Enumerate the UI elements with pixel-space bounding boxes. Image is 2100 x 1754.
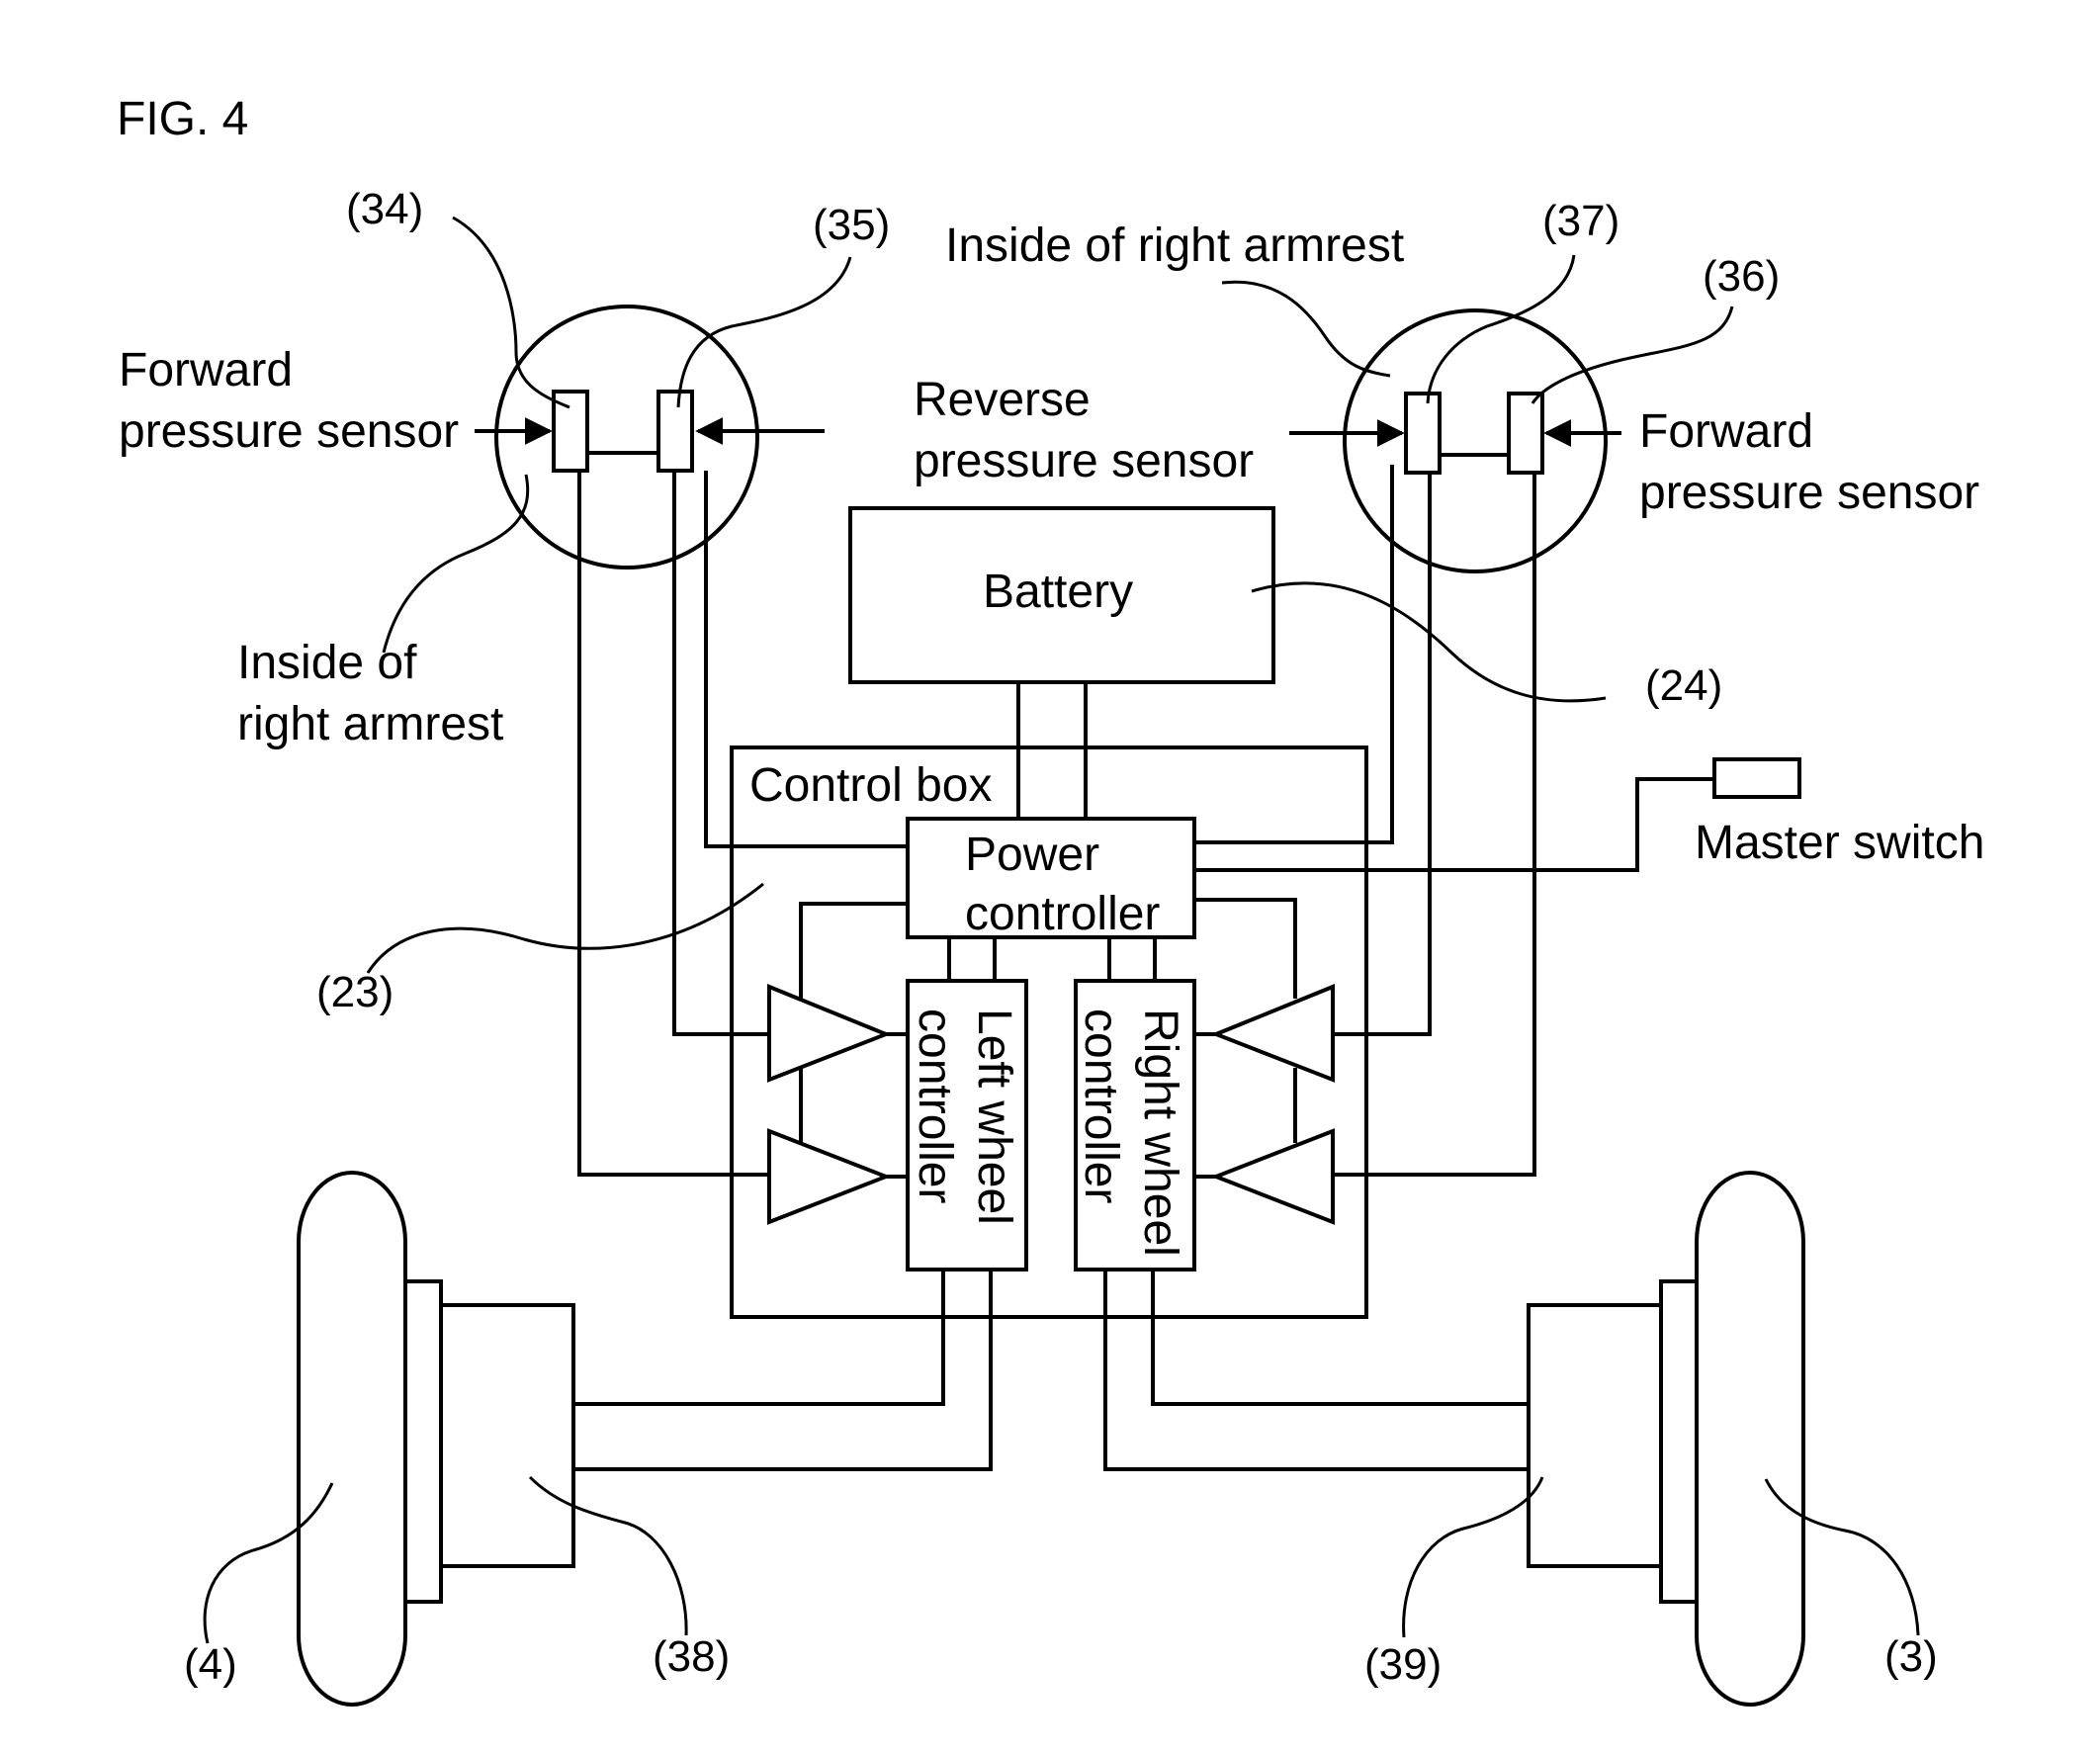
rwc-to-right-motor-2: [1103, 1270, 1529, 1471]
reverse-pressure-sensor-right: [1404, 392, 1442, 475]
wire-reverse-left-to-amp: [672, 471, 769, 1036]
power-controller-label-1: Power: [965, 829, 1099, 881]
leader-38: [528, 1475, 688, 1636]
master-switch-wire: [1194, 777, 1714, 872]
reverse-sensor-label-2: pressure sensor: [914, 435, 1254, 487]
ref-38: (38): [653, 1632, 730, 1681]
leader-39: [1402, 1476, 1544, 1638]
leader-23: [366, 882, 764, 974]
wire-reverse-left-to-pc: [704, 471, 908, 848]
ref-36: (36): [1703, 252, 1780, 301]
inside-armrest-left-label-2: right armrest: [237, 698, 503, 750]
wire-reverse-right-to-pc: [1194, 465, 1394, 844]
forward-sensor-right-label-2: pressure sensor: [1639, 467, 1979, 519]
right-wheel-controller-label-2: controller: [1075, 1009, 1127, 1203]
leader-3: [1764, 1478, 1920, 1636]
power-controller-label-2: controller: [965, 888, 1160, 940]
left-motor: [439, 1303, 575, 1568]
forward-sensor-left-label-2: pressure sensor: [119, 405, 459, 458]
right-wheel-hub: [1659, 1279, 1699, 1604]
battery-label: Battery: [983, 566, 1133, 618]
left-amplifier-lower: [767, 1128, 892, 1225]
reverse-sensor-label-1: Reverse: [914, 374, 1091, 426]
forward-sensor-left-label-1: Forward: [119, 344, 293, 396]
lwc-to-left-motor-1: [573, 1270, 945, 1406]
leader-inside-armrest-left: [382, 474, 530, 654]
ref-39: (39): [1364, 1640, 1442, 1689]
leader-37: [1426, 254, 1576, 404]
ref-23: (23): [316, 968, 394, 1016]
right-wheel-controller-label-1: Right wheel: [1134, 1009, 1186, 1257]
pc-right-amp-supply: [1194, 898, 1297, 999]
inside-armrest-right-label: Inside of right armrest: [945, 219, 1404, 272]
left-wheel-controller-label-1: Left wheel: [968, 1009, 1020, 1225]
left-amplifier-upper: [767, 984, 892, 1083]
left-wheel-controller-box: [906, 979, 1028, 1272]
forward-pressure-sensor-left: [552, 390, 589, 473]
right-amplifier-lower: [1210, 1128, 1335, 1225]
right-wheel-controller-box: [1074, 979, 1196, 1272]
leader-35: [676, 256, 852, 408]
reverse-pressure-sensor-left: [656, 390, 694, 473]
right-armrest-circle: [1343, 308, 1608, 573]
figure-title: FIG. 4: [117, 93, 248, 145]
inside-armrest-left-label-1: Inside of: [237, 637, 417, 689]
leader-34: [452, 216, 570, 409]
ref-34: (34): [346, 185, 423, 233]
control-box-label: Control box: [749, 759, 992, 812]
leader-24: [1251, 581, 1607, 703]
battery-box: [848, 506, 1275, 684]
leader-36: [1531, 306, 1734, 404]
left-wheel-controller-label-2: controller: [909, 1009, 961, 1203]
left-wheel-hub: [403, 1279, 443, 1604]
leader-inside-armrest-right: [1221, 280, 1391, 378]
wire-forward-left-to-amp: [577, 471, 769, 1177]
wire-forward-right-to-amp: [1333, 473, 1536, 1177]
left-armrest-circle: [494, 305, 759, 570]
right-amplifier-upper: [1210, 984, 1335, 1083]
ref-3: (3): [1884, 1632, 1938, 1681]
master-switch-label: Master switch: [1695, 817, 1984, 869]
right-motor: [1527, 1303, 1663, 1568]
master-switch[interactable]: [1712, 757, 1801, 799]
left-wheel: [297, 1171, 407, 1707]
lwc-to-left-motor-2: [573, 1270, 993, 1471]
ref-35: (35): [813, 201, 890, 249]
forward-pressure-sensor-right: [1507, 392, 1544, 475]
power-controller-box: [906, 817, 1196, 939]
pc-left-amp-supply: [799, 902, 908, 999]
right-wheel: [1695, 1171, 1805, 1707]
ref-4: (4): [184, 1640, 237, 1689]
wire-reverse-right-to-amp: [1333, 473, 1432, 1036]
rwc-to-right-motor-1: [1151, 1270, 1529, 1406]
leader-4: [203, 1482, 334, 1644]
ref-24: (24): [1645, 661, 1722, 710]
forward-sensor-right-label-1: Forward: [1639, 405, 1813, 458]
ref-37: (37): [1542, 197, 1619, 245]
